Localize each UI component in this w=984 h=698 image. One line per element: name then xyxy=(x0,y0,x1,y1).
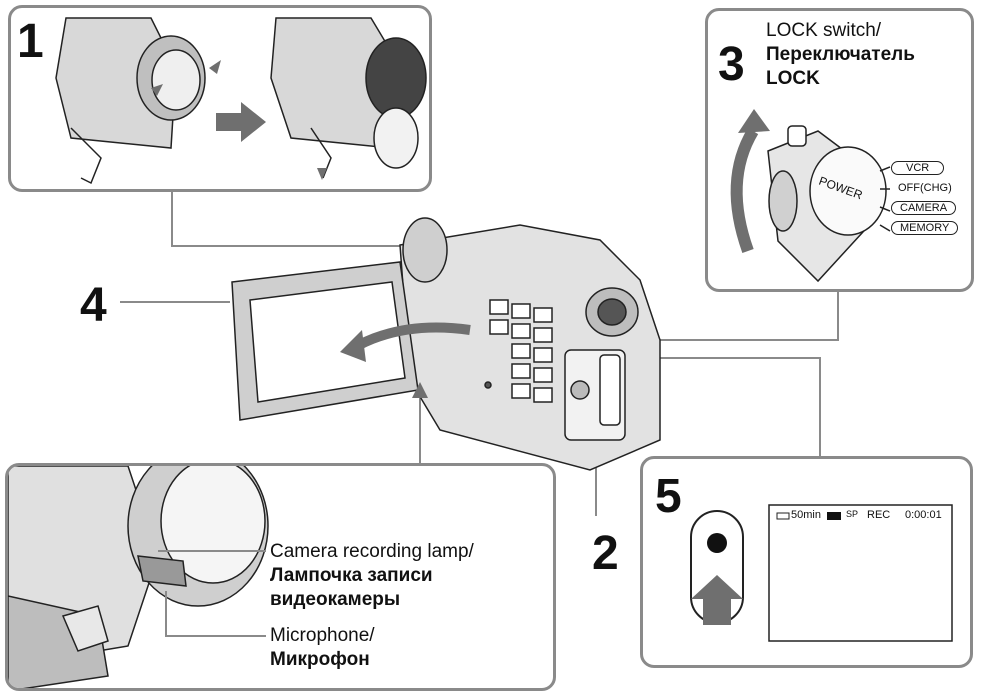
viewfinder-screen xyxy=(768,504,953,642)
mode-camera: CAMERA xyxy=(891,201,957,215)
rec-indicator: REC xyxy=(867,509,891,521)
start-stop-button-illustration xyxy=(690,504,953,642)
power-switch-illustration xyxy=(730,109,891,283)
mode-off-chg: OFF(CHG) xyxy=(898,182,952,194)
connector-5 xyxy=(660,357,821,456)
recording-lamp-label: Camera recording lamp/ Лампочка записи в… xyxy=(270,540,490,612)
microphone-label: Microphone/ Микрофон xyxy=(270,624,375,672)
panel-step-5: 5 50min SP REC 0:00:01 xyxy=(640,456,973,668)
panel-step-1: 1 xyxy=(8,5,432,192)
step-number-4: 4 xyxy=(80,279,107,332)
recording-lamp-label-en: Camera recording lamp/ xyxy=(270,541,474,562)
step-number-1: 1 xyxy=(17,15,44,68)
mode-vcr: VCR xyxy=(891,161,945,175)
camcorder-illustration xyxy=(231,217,661,471)
mode-memory: MEMORY xyxy=(891,221,959,235)
lens-cap-illustration xyxy=(55,17,427,185)
microphone-label-en: Microphone/ xyxy=(270,625,375,646)
step-number-3: 3 xyxy=(718,38,745,91)
step-number-5: 5 xyxy=(655,470,682,523)
lens-closeup-illustration xyxy=(8,466,269,688)
timecode: 0:00:01 xyxy=(905,509,942,521)
press-arrow-icon xyxy=(691,575,743,625)
connector-1 xyxy=(171,192,400,247)
cassette-memory-icon xyxy=(827,512,841,520)
lock-switch-label-en: LOCK switch/ xyxy=(766,20,882,41)
connector-3 xyxy=(660,292,839,341)
tape-mode: SP xyxy=(846,509,859,519)
record-dot-icon xyxy=(707,533,727,553)
panel-lens-detail: Camera recording lamp/ Лампочка записи в… xyxy=(5,463,556,691)
battery-icon xyxy=(776,512,790,520)
recording-lamp-label-ru: Лампочка записи видеокамеры xyxy=(270,565,433,610)
battery-remaining: 50min xyxy=(791,509,821,521)
microphone-label-ru: Микрофон xyxy=(270,649,370,670)
lock-switch-label-ru: Переключатель LOCK xyxy=(766,44,915,89)
panel-step-3: 3 LOCK switch/ Переключатель LOCK POWER … xyxy=(705,8,974,292)
step-number-2: 2 xyxy=(592,527,619,580)
lock-switch-label: LOCK switch/ Переключатель LOCK xyxy=(766,19,956,91)
